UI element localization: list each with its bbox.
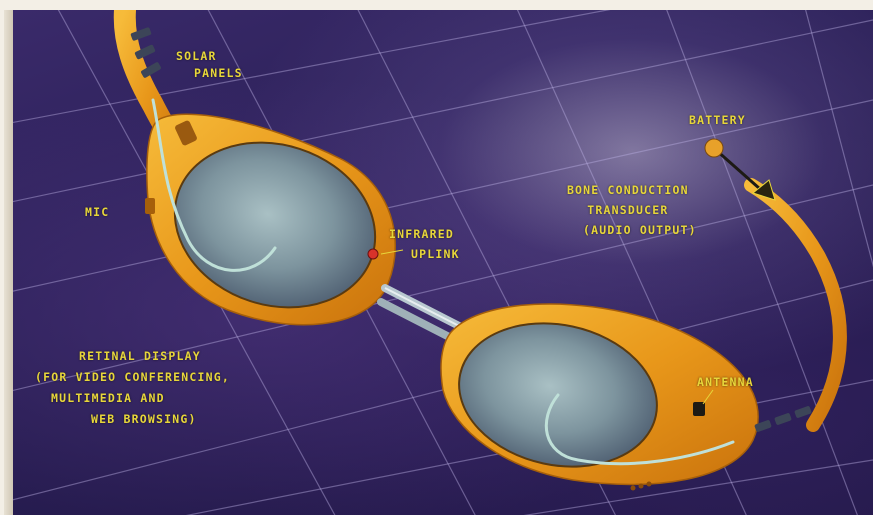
- page-edge: [4, 10, 13, 515]
- label-retinal-line3: MULTIMEDIA AND: [35, 388, 230, 409]
- label-bone-conduction: BONE CONDUCTION TRANSDUCER (AUDIO OUTPUT…: [559, 180, 697, 240]
- label-retinal-display: RETINAL DISPLAY (FOR VIDEO CONFERENCING,…: [35, 346, 230, 430]
- label-infrared-line1: INFRARED: [389, 224, 460, 244]
- mic-icon: [145, 198, 155, 214]
- label-infrared-line2: UPLINK: [389, 244, 460, 264]
- infrared-uplink-led: [368, 249, 378, 259]
- illustration: SOLAR PANELS BATTERY MIC BONE CONDUCTION…: [13, 10, 873, 515]
- right-arm-stripes: [754, 406, 812, 433]
- label-solar-panels: SOLAR PANELS: [176, 48, 243, 82]
- battery-icon: [705, 139, 723, 157]
- label-antenna: ANTENNA: [697, 374, 754, 391]
- label-solar-panels-line2: PANELS: [176, 65, 243, 82]
- label-battery: BATTERY: [689, 112, 746, 129]
- label-retinal-line1: RETINAL DISPLAY: [35, 346, 230, 367]
- label-infrared-uplink: INFRARED UPLINK: [389, 224, 460, 264]
- label-solar-panels-line1: SOLAR: [176, 48, 243, 65]
- label-bone-conduction-line3: (AUDIO OUTPUT): [559, 220, 697, 240]
- label-retinal-line2: (FOR VIDEO CONFERENCING,: [35, 367, 230, 388]
- label-mic: MIC: [85, 204, 109, 221]
- label-retinal-line4: WEB BROWSING): [35, 409, 230, 430]
- label-bone-conduction-line1: BONE CONDUCTION: [559, 180, 697, 200]
- right-temple-arm: [751, 185, 840, 425]
- label-bone-conduction-line2: TRANSDUCER: [559, 200, 697, 220]
